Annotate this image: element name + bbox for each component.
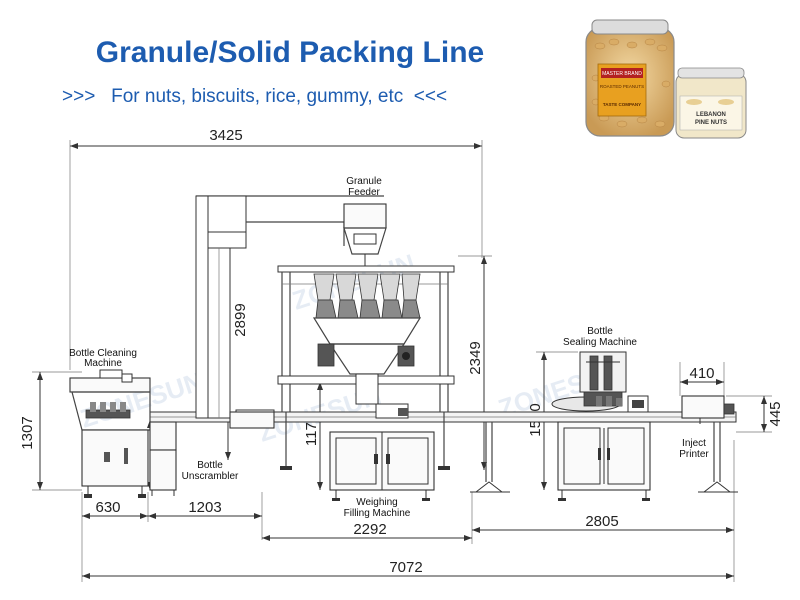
small-jar-label-1: LEBANON xyxy=(696,112,726,118)
dimension-2349: 2349 xyxy=(458,255,492,470)
inject-printer xyxy=(681,395,735,424)
dimension-7072: 7072 xyxy=(81,522,734,582)
svg-text:Filling Machine: Filling Machine xyxy=(344,508,411,519)
conveyor-legs xyxy=(470,422,738,493)
small-jar-label-2: PINE NUTS xyxy=(695,120,727,126)
svg-text:410: 410 xyxy=(689,365,714,382)
dimension-2292: 2292 xyxy=(262,492,473,544)
svg-text:Bottle: Bottle xyxy=(587,326,613,337)
weighing-filling-machine xyxy=(277,265,455,501)
svg-text:2349: 2349 xyxy=(467,341,484,374)
dimension-1175: 1175 xyxy=(303,382,323,490)
label-bottle-unscrambler: Bottle Unscrambler xyxy=(182,460,239,482)
dimension-1307: 1307 xyxy=(19,371,82,491)
svg-text:Sealing Machine: Sealing Machine xyxy=(563,337,637,348)
svg-text:Feeder: Feeder xyxy=(348,187,380,198)
dimension-3425: 3425 xyxy=(69,127,483,370)
label-bottle-sealing: Bottle Sealing Machine xyxy=(563,326,637,348)
dimension-1203: 1203 xyxy=(148,492,263,540)
svg-text:Weighing: Weighing xyxy=(356,497,398,508)
label-bottle-cleaning: Bottle Cleaning Machine xyxy=(69,348,137,369)
svg-text:Inject: Inject xyxy=(682,438,706,449)
svg-text:445: 445 xyxy=(767,401,784,426)
jar-label-line-2: ROASTED PEANUTS xyxy=(600,84,644,89)
svg-text:2805: 2805 xyxy=(585,513,618,530)
dimension-410: 410 xyxy=(679,362,725,396)
svg-text:2292: 2292 xyxy=(353,521,386,538)
bottle-cleaning-machine xyxy=(69,369,151,498)
page-title: Granule/Solid Packing Line xyxy=(95,36,485,69)
page-subtitle: >>> For nuts, biscuits, rice, gummy, etc… xyxy=(62,86,448,107)
label-granule-feeder: Granule Feeder xyxy=(346,176,382,198)
label-inject-printer: Inject Printer xyxy=(679,438,709,460)
svg-text:Unscrambler: Unscrambler xyxy=(182,471,239,482)
label-weighing-filling: Weighing Filling Machine xyxy=(344,497,411,519)
svg-text:Printer: Printer xyxy=(679,449,709,460)
jar-label-line-1: MASTER BRAND xyxy=(602,71,642,77)
svg-text:Machine: Machine xyxy=(84,358,122,369)
svg-text:Granule: Granule xyxy=(346,176,382,187)
dimension-445: 445 xyxy=(726,395,784,433)
granule-feeder xyxy=(343,203,387,266)
svg-text:7072: 7072 xyxy=(389,559,422,576)
svg-text:1203: 1203 xyxy=(188,499,221,516)
svg-text:1307: 1307 xyxy=(19,416,36,449)
svg-text:2899: 2899 xyxy=(232,303,249,336)
product-jars-image: MASTER BRAND ROASTED PEANUTS TASTE COMPA… xyxy=(585,19,747,139)
bucket-elevator xyxy=(195,195,384,429)
dimension-2805: 2805 xyxy=(472,440,735,582)
svg-text:3425: 3425 xyxy=(209,127,242,144)
bottle-sealing-machine xyxy=(551,351,651,501)
dimension-630: 630 xyxy=(81,492,149,522)
svg-text:630: 630 xyxy=(95,499,120,516)
jar-label-line-3: TASTE COMPANY xyxy=(603,102,641,107)
bottle-unscrambler xyxy=(149,421,177,496)
svg-text:Bottle: Bottle xyxy=(197,460,223,471)
svg-text:ZONESUN: ZONESUN xyxy=(77,366,207,434)
svg-text:Bottle Cleaning: Bottle Cleaning xyxy=(69,348,137,359)
